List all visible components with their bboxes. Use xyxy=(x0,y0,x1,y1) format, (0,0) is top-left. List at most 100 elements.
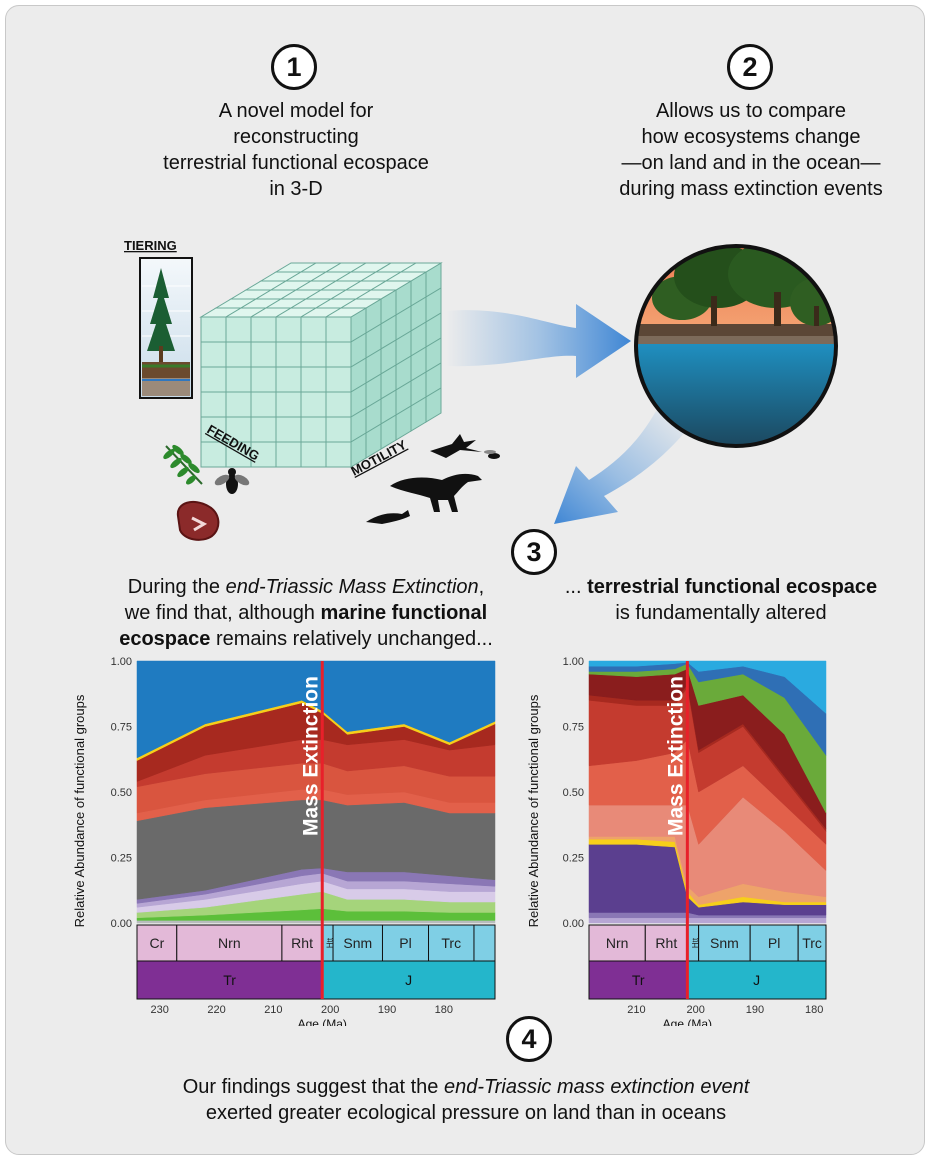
cube-cell xyxy=(200,441,227,468)
area-series xyxy=(588,660,827,714)
step-3-text-part: ecospace xyxy=(119,628,211,650)
pterosaur-icon xyxy=(430,434,482,458)
step-2-line: —on land and in the ocean— xyxy=(621,152,881,174)
period-label: Tr xyxy=(223,972,236,988)
cube-cell xyxy=(300,316,327,343)
cube-cell xyxy=(225,366,252,393)
y-tick-label: 0.00 xyxy=(563,918,584,930)
cube-cell xyxy=(200,416,227,443)
step-2-line: Allows us to compare xyxy=(655,100,847,122)
cube-cell xyxy=(300,366,327,393)
stage-cell xyxy=(176,924,283,962)
step-4-text-part: end-Triassic mass extinction event xyxy=(443,1076,750,1098)
cube-cell xyxy=(275,316,302,343)
stage-cell xyxy=(136,924,178,962)
stage-cell xyxy=(428,924,475,962)
step-3-text-part: remains relatively unchanged... xyxy=(210,628,493,650)
y-tick-label: 0.75 xyxy=(563,722,584,734)
step-3-text-part: end-Triassic Mass Extinction xyxy=(225,576,479,598)
cube-cell xyxy=(200,316,227,343)
cube-cell xyxy=(225,441,252,468)
stage-label: Nrn xyxy=(218,935,241,951)
step-2-badge: 2 xyxy=(727,44,773,90)
step-3-left-text: During the end-Triassic Mass Extinction,… xyxy=(96,574,516,652)
area-series xyxy=(136,920,496,924)
step-3-text-part: marine functional xyxy=(320,602,488,624)
infographic-panel: 1 A novel model for reconstructing terre… xyxy=(5,5,925,1155)
y-tick-label: 1.00 xyxy=(111,656,132,668)
cube-cell xyxy=(250,441,277,468)
ecospace-cube xyxy=(199,262,443,468)
step-3-text-part: we find that, although xyxy=(124,602,321,624)
step-1-line: terrestrial functional ecospace xyxy=(163,152,429,174)
stage-label: Nrn xyxy=(606,935,629,951)
y-tick-label: 0.50 xyxy=(111,787,132,799)
cube-cell xyxy=(250,341,277,368)
dinosaur-icon xyxy=(390,473,482,512)
y-axis-label: Relative Abundance of functional groups xyxy=(526,694,541,927)
x-tick-label: 180 xyxy=(435,1004,453,1016)
stage-label: Cr xyxy=(149,935,164,951)
step-1-line: in 3-D xyxy=(269,178,323,200)
cube-cell xyxy=(275,441,302,468)
cube-cell xyxy=(200,341,227,368)
area-series xyxy=(588,917,827,924)
cube-cell xyxy=(425,387,442,423)
step-3-text-part: During the xyxy=(127,576,226,598)
step-4-badge: 4 xyxy=(506,1016,552,1062)
stage-label: Snm xyxy=(710,935,739,951)
meat-icon xyxy=(176,500,220,541)
step-1-badge: 1 xyxy=(271,44,317,90)
cube-cell xyxy=(250,366,277,393)
x-tick-label: 210 xyxy=(264,1004,282,1016)
y-tick-label: 0.75 xyxy=(111,722,132,734)
y-tick-label: 0.50 xyxy=(563,787,584,799)
step-1-line: A novel model for xyxy=(218,100,374,122)
insect-icon xyxy=(484,450,500,459)
period-label: J xyxy=(405,972,412,988)
stage-cell xyxy=(797,924,827,962)
cube-cell xyxy=(200,366,227,393)
stage-cell xyxy=(473,924,496,962)
fly-icon xyxy=(214,468,250,494)
cube-cell xyxy=(300,416,327,443)
cube-cell xyxy=(275,341,302,368)
x-axis-label: Age (Ma) xyxy=(663,1017,712,1026)
step-1-line: reconstructing xyxy=(233,126,359,148)
stage-label: Htt xyxy=(326,937,335,948)
tiering-label: TIERING xyxy=(124,238,177,253)
stage-label: Trc xyxy=(802,935,822,951)
step-3-text-part: terrestrial functional ecospace xyxy=(587,576,878,598)
period-cell xyxy=(136,960,323,1000)
cube-cell xyxy=(225,316,252,343)
cube-cell xyxy=(325,391,352,418)
y-tick-label: 0.25 xyxy=(111,853,132,865)
stage-label: Trc xyxy=(441,935,461,951)
step-4-text-part: Our findings suggest that the xyxy=(182,1076,444,1098)
cube-cell xyxy=(399,262,443,273)
x-tick-label: 230 xyxy=(151,1004,169,1016)
period-label: Tr xyxy=(632,972,645,988)
stage-label: Htt xyxy=(691,937,700,948)
cube-cell xyxy=(300,441,327,468)
step-3-text-part: , xyxy=(478,576,485,598)
cube-cell xyxy=(325,416,352,443)
fern-icon xyxy=(163,444,203,485)
x-tick-label: 220 xyxy=(207,1004,225,1016)
step-1-text: A novel model for reconstructing terrest… xyxy=(126,98,466,202)
x-tick-label: 190 xyxy=(746,1004,764,1016)
period-cell xyxy=(321,960,496,1000)
cube-cell xyxy=(325,316,352,343)
cube-cell xyxy=(325,341,352,368)
period-cell xyxy=(588,960,688,1000)
x-tick-label: 210 xyxy=(627,1004,645,1016)
cube-cell xyxy=(225,391,252,418)
step-3-text-part: is fundamentally altered xyxy=(615,602,827,624)
mass-extinction-label: Mass Extinction xyxy=(299,676,322,836)
y-tick-label: 1.00 xyxy=(563,656,584,668)
cube-cell xyxy=(250,391,277,418)
cube-cell xyxy=(250,316,277,343)
cube-cell xyxy=(275,366,302,393)
